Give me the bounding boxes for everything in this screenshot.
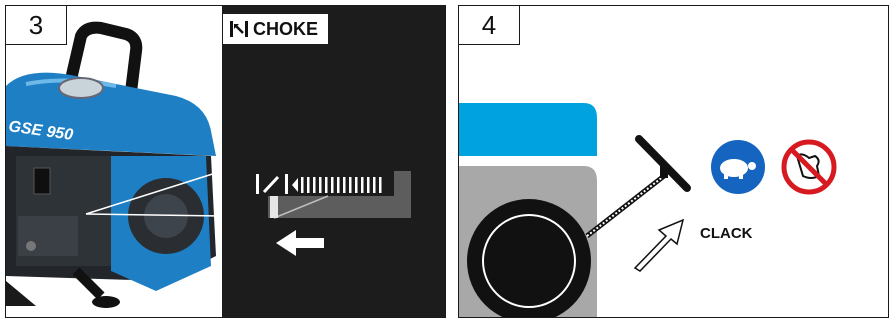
no-jerking-icon (784, 142, 834, 192)
choke-closed-symbol (256, 174, 288, 194)
choke-scale-ticks (301, 177, 382, 193)
choke-scale-icon (292, 178, 298, 192)
choke-label-box: CHOKE (223, 14, 328, 44)
step-number-4: 4 (458, 5, 520, 45)
turtle-slow-icon (711, 140, 765, 194)
choke-label-text: CHOKE (253, 19, 318, 40)
recoil-start-handle-icon (639, 139, 687, 188)
step-4-panel: 4 C (458, 5, 889, 318)
clack-sound-label: CLACK (700, 225, 753, 242)
fuel-tank-shape (459, 103, 597, 156)
arrow-left-icon (276, 230, 324, 256)
step-number-3: 3 (5, 5, 67, 45)
choke-lever-detail (6, 6, 446, 318)
outline-arrow-icon (635, 220, 683, 271)
choke-symbol-icon (229, 19, 249, 39)
step-3-panel: 3 GSE 950 CHOKE (5, 5, 446, 318)
recoil-start-illustration (459, 6, 889, 318)
